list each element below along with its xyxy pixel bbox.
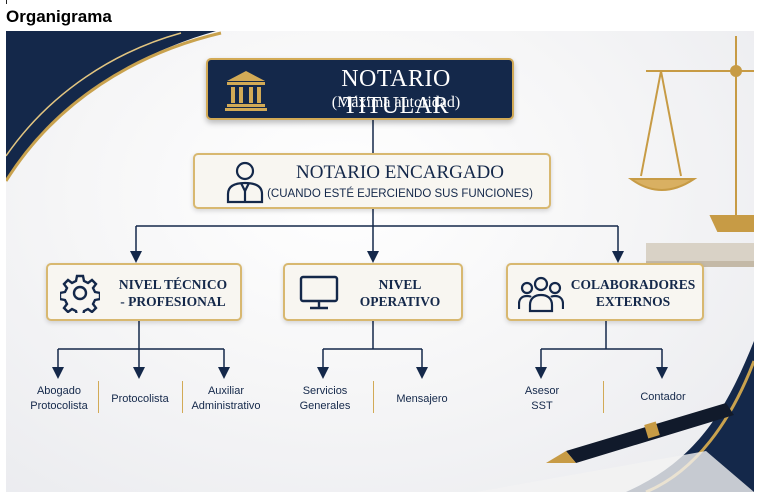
- leaf-line: Contador: [640, 391, 686, 403]
- courthouse-icon: [225, 71, 267, 111]
- notario-titular-box: NOTARIO TITULAR (Máxima autoridad): [206, 58, 514, 120]
- leaf-line: SST: [531, 400, 553, 412]
- leaf-contador: Contador: [622, 390, 704, 405]
- scale-of-justice-icon: [627, 36, 754, 232]
- leaf-line: Protocolista: [30, 400, 88, 412]
- level-3-label-line2: EXTERNOS: [595, 294, 671, 309]
- leaf-mensajero: Mensajero: [382, 392, 462, 407]
- person-icon: [226, 161, 264, 204]
- gold-separator: [603, 381, 604, 413]
- level-1-label-line2: - PROFESIONAL: [120, 294, 226, 309]
- gold-separator: [373, 381, 374, 413]
- colaboradores-externos-box: COLABORADORES EXTERNOS: [506, 263, 704, 321]
- connector-lines: [52, 120, 668, 379]
- notario-encargado-box: NOTARIO ENCARGADO (CUANDO ESTÉ EJERCIEND…: [193, 153, 551, 209]
- group-icon: [518, 276, 564, 313]
- level-1-label-line1: NIVEL TÉCNICO: [118, 277, 228, 292]
- gear-icon: [60, 274, 100, 313]
- org-chart-canvas: NOTARIO TITULAR (Máxima autoridad) NOTAR…: [6, 31, 754, 492]
- nivel-operativo-box: NIVEL OPERATIVO: [283, 263, 463, 321]
- monitor-icon: [299, 275, 339, 310]
- gold-separator: [98, 381, 99, 413]
- leaf-line: Abogado: [36, 385, 82, 397]
- leaf-asesor-sst: Asesor SST: [504, 384, 580, 414]
- leaf-line: Auxiliar: [207, 385, 245, 397]
- leaf-auxiliar-administrativo: Auxiliar Administrativo: [184, 384, 268, 414]
- level-2-label-line2: OPERATIVO: [359, 294, 441, 309]
- titular-title: NOTARIO TITULAR: [341, 66, 451, 119]
- gold-separator: [182, 381, 183, 413]
- pen-icon: [546, 403, 734, 463]
- leaf-abogado-protocolista: Abogado Protocolista: [18, 384, 100, 414]
- leaf-line: Servicios: [302, 385, 348, 397]
- leaf-line: Asesor: [524, 385, 560, 397]
- corner-mark: [6, 0, 7, 4]
- encargado-title: NOTARIO ENCARGADO: [296, 162, 504, 183]
- leaf-line: Generales: [299, 400, 351, 412]
- level-2-label-line1: NIVEL: [378, 277, 422, 292]
- titular-subtitle: (Máxima autoridad): [331, 94, 461, 111]
- leaf-line: Protocolista: [111, 393, 169, 405]
- encargado-subtitle: (CUANDO ESTÉ EJERCIENDO SUS FUNCIONES): [267, 188, 533, 200]
- leaf-servicios-generales: Servicios Generales: [286, 384, 364, 414]
- level-3-label-line1: COLABORADORES: [570, 277, 696, 292]
- leaf-line: Administrativo: [191, 400, 261, 412]
- nivel-tecnico-box: NIVEL TÉCNICO - PROFESIONAL: [46, 263, 242, 321]
- leaf-protocolista: Protocolista: [102, 392, 178, 407]
- leaf-line: Mensajero: [396, 393, 448, 405]
- page-title: Organigrama: [6, 7, 112, 26]
